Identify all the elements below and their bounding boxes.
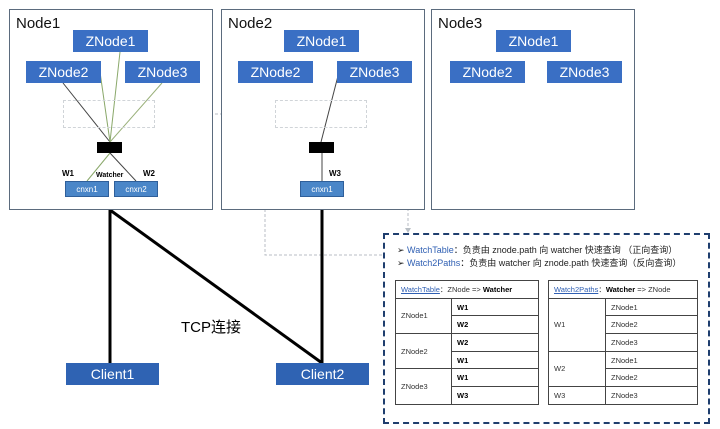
row-value: W2: [451, 315, 539, 335]
arrow-icon: [405, 228, 411, 233]
watch-structures-panel: ➢ WatchTable：负责由 znode.path 向 watcher 快速…: [383, 233, 710, 424]
watch-manager-box: [63, 100, 155, 128]
header-arrow: =>: [635, 284, 649, 294]
table-header: Watch2Paths：Watcher => ZNode: [548, 280, 698, 299]
row-value: W2: [451, 333, 539, 352]
watch-line: [99, 71, 111, 143]
row-value: W1: [451, 350, 539, 370]
header-to: Watcher: [482, 284, 513, 294]
node-label: Node3: [438, 15, 483, 32]
bullet-text: 负责由 watcher 向 znode.path 快速查询（反向查询）: [469, 258, 682, 268]
watcher-block: [309, 142, 334, 153]
header-arrow: =>: [469, 284, 483, 294]
watch-line: [320, 71, 340, 143]
table-row: W3: [396, 386, 539, 405]
bullet-watch2paths: ➢ Watch2Paths：负责由 watcher 向 znode.path 快…: [397, 258, 682, 268]
znode1: ZNode1: [496, 30, 571, 52]
row-value: W1: [451, 368, 539, 388]
row-key: W2: [548, 350, 606, 388]
row-value: ZNode1: [605, 350, 698, 370]
tcp-label: TCP连接: [181, 319, 242, 336]
table-title: Watch2Paths: [554, 284, 599, 294]
znode3: ZNode3: [125, 61, 200, 83]
header-from: Watcher: [605, 284, 636, 294]
table-title: WatchTable: [401, 284, 440, 294]
tcp-line: [109, 208, 323, 365]
watch-line: [109, 82, 163, 143]
table-header-row: WatchTable：ZNode => Watcher: [395, 280, 539, 299]
row-value: W3: [451, 386, 539, 405]
znode2: ZNode2: [450, 61, 525, 83]
row-value: ZNode3: [605, 333, 698, 352]
znode3: ZNode3: [337, 61, 412, 83]
znode1: ZNode1: [284, 30, 359, 52]
watch-manager-box: [275, 100, 367, 128]
header-from: ZNode: [447, 284, 470, 294]
znode2: ZNode2: [26, 61, 101, 83]
row-value: ZNode2: [605, 368, 698, 388]
watcher-label: W2: [143, 169, 155, 178]
row-key: ZNode2: [395, 333, 452, 370]
watch-line: [62, 82, 111, 143]
bullet-watchtable: ➢ WatchTable：负责由 znode.path 向 watcher 快速…: [397, 245, 678, 255]
row-key: W1: [548, 297, 606, 352]
client1: Client1: [66, 363, 159, 385]
row-key: W3: [548, 386, 606, 405]
watch-line: [86, 152, 111, 182]
znode2: ZNode2: [238, 61, 313, 83]
connection: cnxn2: [114, 181, 158, 197]
header-to: ZNode: [648, 284, 671, 294]
watch-lines: [62, 51, 340, 182]
node3: Node3: [431, 9, 635, 210]
connection: cnxn1: [65, 181, 109, 197]
table-header: WatchTable：ZNode => Watcher: [395, 280, 539, 299]
bullet-name: Watch2Paths: [407, 258, 461, 268]
node-label: Node2: [228, 15, 273, 32]
client2: Client2: [276, 363, 369, 385]
row-key: ZNode3: [395, 368, 452, 405]
row-value: W1: [451, 297, 539, 317]
watch-line: [109, 152, 137, 182]
znode3: ZNode3: [547, 61, 622, 83]
bullet-name: WatchTable: [407, 245, 454, 255]
watcher-label: W1: [62, 169, 74, 178]
watcher-label: W3: [329, 169, 341, 178]
node-label: Node1: [16, 15, 61, 32]
row-key: ZNode1: [395, 297, 452, 335]
row-value: ZNode2: [605, 315, 698, 335]
connection: cnxn1: [300, 181, 344, 197]
row-value: ZNode1: [605, 297, 698, 317]
row-value: ZNode3: [605, 386, 698, 405]
watcher-caption: Watcher: [96, 172, 124, 179]
bullet-text: 负责由 znode.path 向 watcher 快速查询 （正向查询）: [462, 245, 678, 255]
watcher-block: [97, 142, 122, 153]
table-header-row: Watch2Paths：Watcher => ZNode: [548, 280, 698, 299]
znode1: ZNode1: [73, 30, 148, 52]
